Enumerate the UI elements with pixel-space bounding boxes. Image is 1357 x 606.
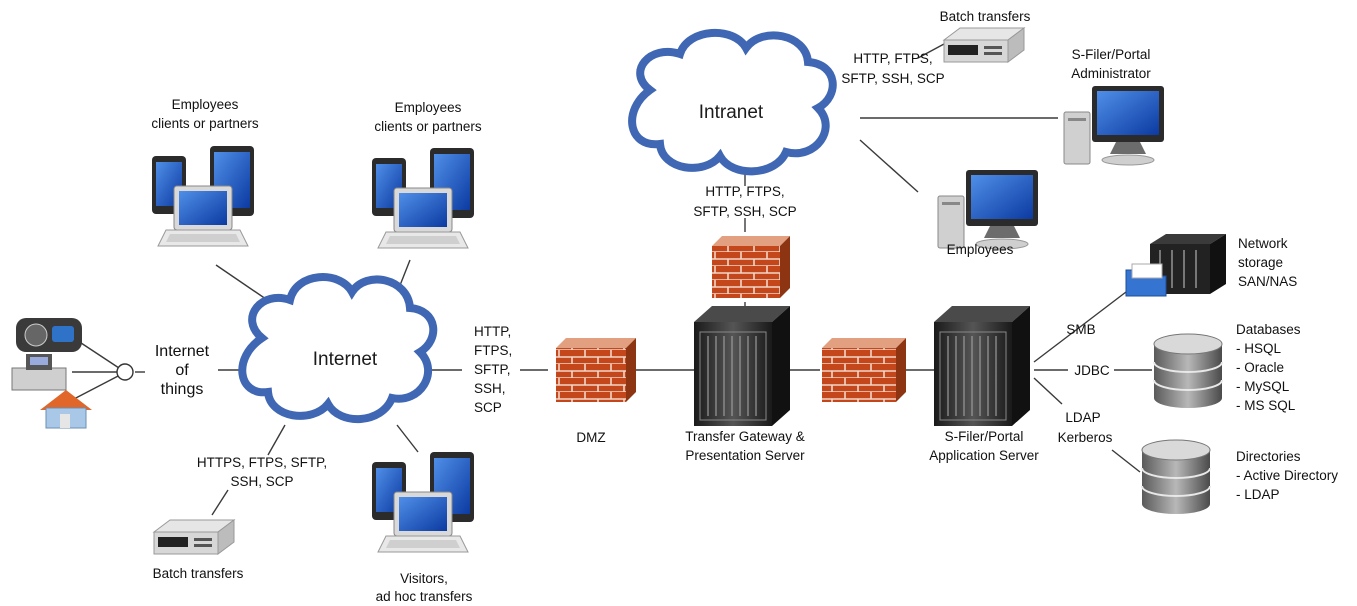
car-dashboard-icon — [16, 318, 82, 352]
databases-title: Databases — [1236, 322, 1301, 337]
folder-icon — [1125, 263, 1167, 297]
ldap-label: LDAP — [1065, 410, 1100, 425]
protocol-ssh: SSH, — [474, 381, 506, 396]
administrator-group: S-Filer/Portal Administrator — [1063, 47, 1165, 166]
protocols-batch-bottom-1: HTTPS, FTPS, SFTP, — [197, 455, 327, 470]
protocols-intranet-batch-1: HTTP, FTPS, — [853, 51, 932, 66]
dmz-firewall: DMZ — [556, 338, 636, 445]
gateway-server-icon — [693, 305, 791, 427]
databases-item-4: - MS SQL — [1236, 398, 1296, 413]
databases-item-2: - Oracle — [1236, 360, 1284, 375]
protocol-http: HTTP, — [474, 324, 511, 339]
internal-firewall — [822, 338, 906, 402]
storage-label-3: SAN/NAS — [1238, 274, 1297, 289]
directories-title: Directories — [1236, 449, 1301, 464]
batch-server-bottom-icon — [153, 519, 235, 555]
batch-top-label: Batch transfers — [940, 9, 1031, 24]
gateway-label-2: Presentation Server — [685, 448, 805, 463]
admin-label-1: S-Filer/Portal — [1072, 47, 1151, 62]
employees-mid-label-1: Employees — [395, 100, 462, 115]
employees-left-group: Employees clients or partners — [151, 97, 259, 247]
admin-label-2: Administrator — [1071, 66, 1151, 81]
iot-label-line1: Internet — [155, 343, 210, 360]
iot-label-line2: of — [175, 362, 189, 379]
protocols-gateway-2: SFTP, SSH, SCP — [693, 204, 796, 219]
gateway-server: Transfer Gateway & Presentation Server — [685, 305, 805, 463]
directories-group: Directories - Active Directory - LDAP — [1141, 439, 1338, 515]
protocols-gateway-1: HTTP, FTPS, — [705, 184, 784, 199]
intranet-label: Intranet — [699, 102, 764, 123]
protocol-sftp: SFTP, — [474, 362, 511, 377]
databases-group: Databases - HSQL - Oracle - MySQL - MS S… — [1153, 322, 1301, 413]
house-icon — [40, 390, 92, 429]
iot-label-line3: things — [161, 381, 204, 398]
batch-server-top-icon — [943, 27, 1025, 63]
network-storage-group: Network storage SAN/NAS — [1125, 234, 1297, 297]
databases-item-3: - MySQL — [1236, 379, 1290, 394]
kerberos-label: Kerberos — [1058, 430, 1113, 445]
databases-item-1: - HSQL — [1236, 341, 1282, 356]
app-server-label-1: S-Filer/Portal — [945, 429, 1024, 444]
batch-bottom-group: HTTPS, FTPS, SFTP, SSH, SCP Batch transf… — [153, 455, 328, 581]
protocols-intranet-batch-2: SFTP, SSH, SCP — [841, 71, 944, 86]
employees-left-label-1: Employees — [172, 97, 239, 112]
batch-bottom-label: Batch transfers — [153, 566, 244, 581]
devices-mid-icon — [371, 147, 475, 249]
app-server: S-Filer/Portal Application Server — [929, 305, 1039, 463]
protocol-scp: SCP — [474, 400, 502, 415]
dmz-label: DMZ — [576, 430, 605, 445]
database-icon — [1153, 333, 1223, 409]
app-server-label-2: Application Server — [929, 448, 1039, 463]
directories-item-1: - Active Directory — [1236, 468, 1338, 483]
batch-top-group: Batch transfers HTTP, FTPS, SFTP, SSH, S… — [841, 9, 1030, 86]
link-labels: SMB JDBC LDAP Kerberos — [1058, 322, 1113, 445]
smb-label: SMB — [1066, 322, 1095, 337]
directories-item-2: - LDAP — [1236, 487, 1280, 502]
employee-pc-icon — [937, 169, 1039, 250]
storage-label-2: storage — [1238, 255, 1283, 270]
gateway-label-1: Transfer Gateway & — [685, 429, 805, 444]
intranet-cloud: Intranet — [628, 29, 837, 176]
visitors-group: Visitors, ad hoc transfers — [371, 451, 475, 604]
jdbc-label: JDBC — [1074, 363, 1110, 378]
cash-register-icon — [11, 354, 67, 391]
devices-visitors-icon — [371, 451, 475, 553]
storage-label-1: Network — [1238, 236, 1288, 251]
devices-left-icon — [151, 145, 255, 247]
iot-devices: Internet of things — [11, 318, 210, 429]
intranet-employees-group: Employees — [937, 169, 1039, 257]
protocols-internet-dmz: HTTP, FTPS, SFTP, SSH, SCP — [474, 324, 512, 415]
directory-icon — [1141, 439, 1211, 515]
intranet-employees-label: Employees — [947, 242, 1014, 257]
iot-hub-node — [116, 363, 134, 381]
employees-mid-label-2: clients or partners — [374, 119, 482, 134]
employees-mid-group: Employees clients or partners — [371, 100, 482, 249]
internet-cloud: Internet — [238, 273, 438, 423]
app-server-icon — [933, 305, 1031, 427]
visitors-label-2: ad hoc transfers — [376, 589, 473, 604]
admin-pc-icon — [1063, 85, 1165, 166]
protocol-ftps: FTPS, — [474, 343, 512, 358]
intranet-firewall: HTTP, FTPS, SFTP, SSH, SCP — [693, 184, 797, 298]
internet-label: Internet — [313, 349, 378, 370]
employees-left-label-2: clients or partners — [151, 116, 259, 131]
protocols-batch-bottom-2: SSH, SCP — [230, 474, 293, 489]
connection-lines — [71, 43, 1152, 516]
visitors-label-1: Visitors, — [400, 571, 448, 586]
